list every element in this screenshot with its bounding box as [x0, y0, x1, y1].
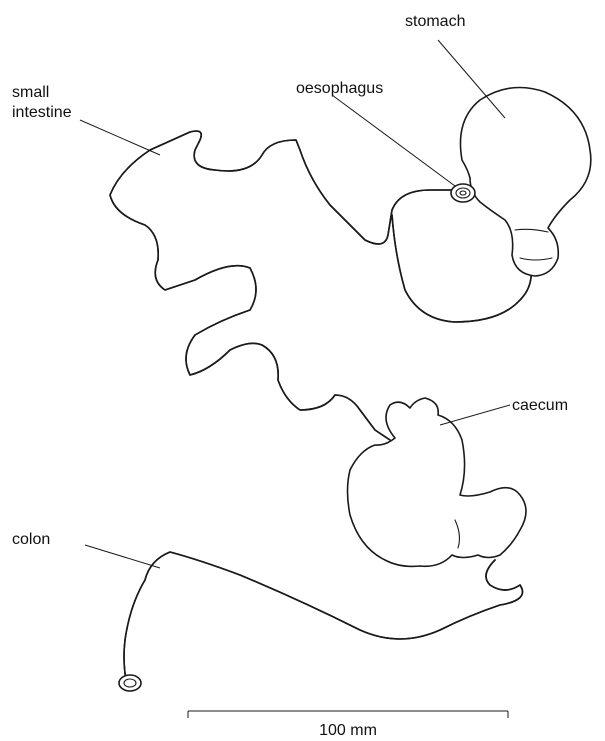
stomach-label: stomach	[405, 13, 465, 30]
caecum	[348, 398, 527, 566]
colon-leader	[85, 545, 160, 568]
stomach-leader	[438, 40, 505, 118]
oesophagus-leader	[332, 95, 455, 186]
small-intestine-leader	[80, 120, 160, 155]
anus-opening	[119, 675, 141, 691]
caecum-leader	[440, 405, 510, 425]
oesophagus-label: oesophagus	[296, 80, 383, 97]
small-intestine	[110, 131, 465, 440]
scale-bar-label: 100 mm	[319, 722, 377, 739]
caecum-label: caecum	[512, 397, 568, 414]
small-intestine-label-line1: small	[12, 84, 49, 101]
colon	[124, 552, 523, 690]
stomach	[460, 88, 590, 277]
scale-bar: 100 mm	[188, 711, 508, 739]
small-intestine-label-line2: intestine	[12, 104, 72, 121]
oesophagus-opening	[451, 184, 475, 202]
colon-label: colon	[12, 531, 50, 548]
